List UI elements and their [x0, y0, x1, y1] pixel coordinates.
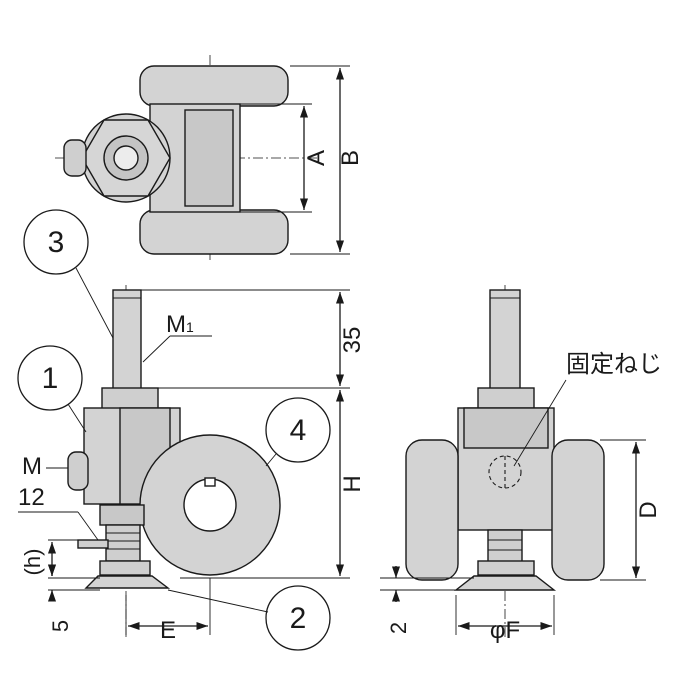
callout-3: 3	[23, 209, 114, 339]
side-view: 固定ねじ D 2 φF	[380, 285, 662, 644]
front-view: 35 H (h) 5 E M 1 M 12	[18, 285, 366, 644]
dim-12-label: 12	[18, 484, 45, 511]
dim-B-label: B	[337, 150, 364, 166]
dim-h-label: (h)	[20, 549, 45, 576]
callout-2-number: 2	[290, 602, 307, 635]
dim-35-label: 35	[339, 327, 366, 354]
dim-M1-label: M	[166, 311, 186, 338]
callout-2: 2	[167, 585, 331, 651]
fixing-screw-label: 固定ねじ	[566, 351, 662, 378]
callout-1: 1	[17, 345, 87, 433]
callout-4-number: 4	[290, 414, 307, 447]
dim-D-label: D	[635, 501, 662, 518]
dim-A-label: A	[303, 150, 330, 166]
callout-1-number: 1	[42, 362, 59, 395]
dim-M-label: M	[22, 453, 42, 480]
top-view: A B	[55, 55, 364, 260]
dim-F-label: φF	[490, 617, 520, 644]
dim-H-label: H	[339, 475, 366, 492]
callout-4: 4	[265, 397, 331, 467]
dim-E-label: E	[160, 617, 176, 644]
dim-5-label: 5	[48, 620, 73, 632]
callout-3-number: 3	[48, 226, 65, 259]
dim-2-label: 2	[386, 622, 411, 634]
dim-M1-subscript: 1	[186, 319, 194, 335]
